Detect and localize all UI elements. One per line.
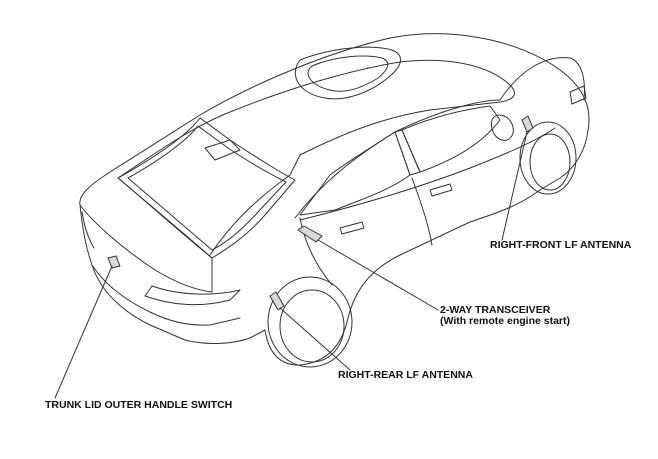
sunroof-inner: [307, 55, 389, 92]
trunk-lid: [79, 177, 213, 293]
trunk-emblem: [81, 211, 95, 249]
tail-light: [144, 285, 241, 306]
right-rear-lf-antenna-part: [269, 291, 285, 311]
side-window-front: [401, 105, 501, 173]
door-line-rear: [299, 217, 333, 286]
leader-right-front-lf-antenna: [501, 131, 528, 241]
leader-trunk-lid-outer-handle-switch: [54, 265, 113, 399]
label-right-rear-lf-antenna: RIGHT-REAR LF ANTENNA: [338, 369, 473, 381]
door-handle-rear: [339, 221, 365, 235]
roof-sunroof: [294, 46, 401, 100]
body-side-crease: [299, 127, 556, 221]
rear-wheel-arch: [267, 276, 353, 368]
label-two-way-transceiver-note: (With remote engine start): [440, 315, 570, 327]
door-line-mid: [411, 177, 433, 246]
brake-light-center: [204, 139, 241, 161]
trunk-lid-outer-handle-switch-part: [107, 255, 121, 269]
car-body-outline: [79, 33, 590, 366]
rear-window: [117, 117, 296, 259]
window-pillar: [394, 129, 421, 176]
label-right-front-lf-antenna: RIGHT-FRONT LF ANTENNA: [490, 239, 632, 251]
rear-window-inner: [127, 125, 287, 251]
rear-wheel: [279, 289, 345, 363]
label-two-way-transceiver: 2-WAY TRANSCEIVER: [440, 304, 551, 316]
leader-right-rear-lf-antenna: [279, 307, 351, 371]
car-roof: [117, 59, 515, 256]
rear-bumper: [91, 264, 241, 326]
two-way-transceiver-part: [297, 225, 323, 243]
side-window-rear: [299, 131, 411, 216]
leader-two-way-transceiver: [317, 239, 439, 311]
right-front-lf-antenna-part: [521, 115, 534, 133]
window-frame: [294, 99, 501, 219]
front-wheel-arch: [519, 121, 577, 195]
door-handle-front: [429, 183, 453, 197]
headlight: [569, 85, 587, 105]
side-mirror: [491, 114, 514, 141]
hood: [499, 57, 585, 101]
label-trunk-lid-outer-handle-switch: TRUNK LID OUTER HANDLE SWITCH: [45, 399, 233, 411]
front-wheel: [529, 133, 571, 191]
